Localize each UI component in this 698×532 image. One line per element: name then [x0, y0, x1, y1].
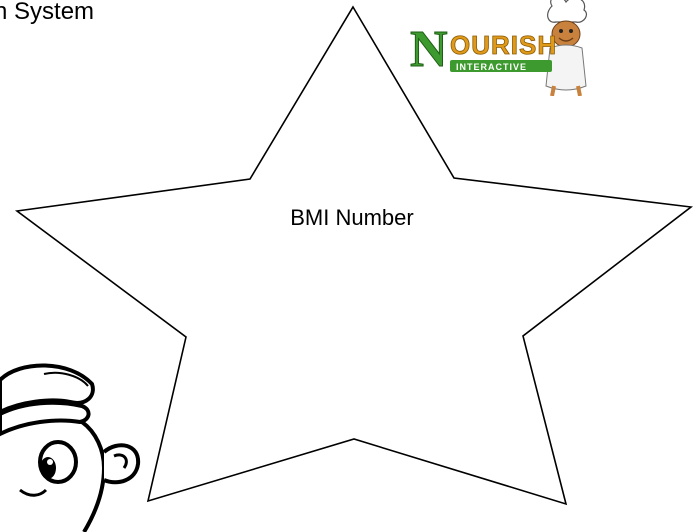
svg-text:N: N	[410, 21, 448, 78]
page-title: sh System	[0, 0, 95, 25]
star-label: BMI Number	[290, 205, 414, 230]
nourish-interactive-logo: N OURISH INTERACTIVE	[410, 0, 588, 96]
svg-text:INTERACTIVE: INTERACTIVE	[456, 62, 527, 72]
svg-text:OURISH: OURISH	[450, 30, 557, 60]
cartoon-character	[0, 363, 141, 532]
